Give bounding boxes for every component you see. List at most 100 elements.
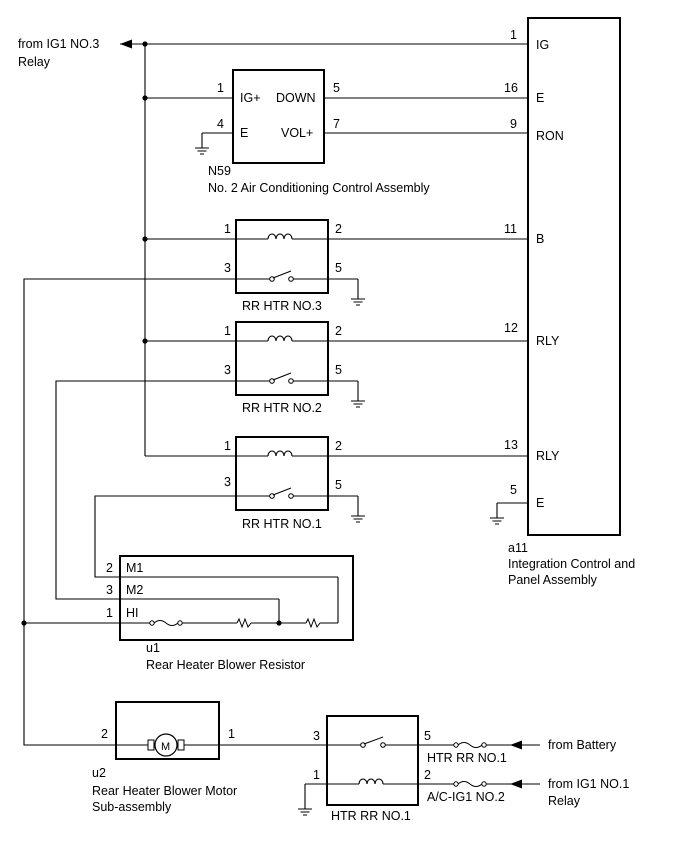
a11-code: a11: [508, 541, 528, 555]
relay-no3-pin-3: 3: [224, 261, 231, 275]
motor-icon: M: [147, 733, 185, 757]
u2-blower-motor: M 2 1 u2 Rear Heater Blower Motor Sub-as…: [92, 701, 237, 814]
a11-pin-5: 5: [510, 483, 517, 497]
htr-relay-pin-3: 3: [313, 729, 320, 743]
u2-name-2: Sub-assembly: [92, 800, 172, 814]
ground-icon: [351, 298, 365, 306]
battery-label: from Battery: [548, 738, 617, 752]
fuse-htr-rr-label: HTR RR NO.1: [427, 751, 507, 765]
u1-pin-1: 1: [106, 606, 113, 620]
coil-icon: [267, 233, 293, 240]
u1-pin-3: 3: [106, 583, 113, 597]
a11-pin-12: 12: [504, 321, 518, 335]
a11-name-1: Integration Control and: [508, 557, 635, 571]
relay-no1-pin-2: 2: [335, 439, 342, 453]
relay-rr-htr-no1: 1 2 3 5 RR HTR NO.1: [224, 436, 342, 531]
u1-term-m2: M2: [126, 583, 143, 597]
n59-term-ig: IG+: [240, 91, 261, 105]
u1-code: u1: [146, 641, 160, 655]
htr-relay-name: HTR RR NO.1: [331, 809, 411, 823]
htr-relay-pin-1: 1: [313, 768, 320, 782]
relay-no3-pin-1: 1: [224, 222, 231, 236]
a11-connector: IG E RON B RLY RLY E 1 16 9 11 12 13 5 a…: [504, 17, 635, 587]
relay-no1-pin-3: 3: [224, 475, 231, 489]
n59-term-down: DOWN: [276, 91, 316, 105]
ground-icon: [490, 517, 504, 525]
u2-name-1: Rear Heater Blower Motor: [92, 784, 237, 798]
n59-term-vol: VOL+: [281, 126, 313, 140]
a11-term-ron: RON: [536, 129, 564, 143]
relay-no2-name: RR HTR NO.2: [242, 401, 322, 415]
coil-icon: [358, 778, 384, 785]
u1-pin-2: 2: [106, 561, 113, 575]
fuse-icon: [149, 620, 183, 626]
u2-pin-2: 2: [101, 727, 108, 741]
ig1-no3-label-1: from IG1 NO.3: [18, 37, 99, 51]
arrow-icon: [510, 779, 522, 789]
relay-no1-pin-5: 5: [335, 478, 342, 492]
relay-no2-pin-3: 3: [224, 363, 231, 377]
switch-icon: [269, 270, 294, 282]
a11-pin-13: 13: [504, 438, 518, 452]
relay-rr-htr-no2: 1 2 3 5 RR HTR NO.2: [224, 321, 342, 415]
ig1-no1-label-1: from IG1 NO.1: [548, 777, 629, 791]
relay-no1-name: RR HTR NO.1: [242, 517, 322, 531]
relay-no2-pin-1: 1: [224, 324, 231, 338]
htr-relay-pin-5: 5: [424, 729, 431, 743]
relay-no2-pin-2: 2: [335, 324, 342, 338]
relay-no3-pin-2: 2: [335, 222, 342, 236]
relay-no1-pin-1: 1: [224, 439, 231, 453]
ground-icon: [195, 147, 209, 155]
fuse-icon: [453, 781, 487, 787]
ig-bus: [120, 41, 528, 457]
a11-pin-16: 16: [504, 81, 518, 95]
u1-name: Rear Heater Blower Resistor: [146, 658, 305, 672]
ig1-no1-label-2: Relay: [548, 794, 581, 808]
coil-icon: [267, 450, 293, 457]
a11-term-e2: E: [536, 496, 544, 510]
htr-relay-pin-2: 2: [424, 768, 431, 782]
n59-pin-5: 5: [333, 81, 340, 95]
relay-htr-rr-no1: 3 5 1 2 HTR RR NO.1: [313, 715, 431, 823]
n59-code: N59: [208, 164, 231, 178]
switch-icon: [269, 372, 294, 384]
relay-no3-pin-5: 5: [335, 261, 342, 275]
u1-term-m1: M1: [126, 561, 143, 575]
relay-rr-htr-no3: 1 2 3 5 RR HTR NO.3: [224, 219, 342, 313]
a11-term-rly2: RLY: [536, 449, 560, 463]
u2-code: u2: [92, 766, 106, 780]
u2-pin-1: 1: [228, 727, 235, 741]
resistor-icon: [305, 617, 321, 629]
n59-pin-4: 4: [217, 117, 224, 131]
n59-pin-7: 7: [333, 117, 340, 131]
n59-pin-1: 1: [217, 81, 224, 95]
motor-label: M: [161, 741, 170, 753]
relay-no2-pin-5: 5: [335, 363, 342, 377]
a11-pin-1: 1: [510, 28, 517, 42]
ig1-no3-label-2: Relay: [18, 55, 51, 69]
switch-icon: [269, 487, 294, 499]
fuse-acig1-label: A/C-IG1 NO.2: [427, 790, 505, 804]
u1-term-hi: HI: [126, 606, 139, 620]
resistor-icon: [236, 617, 252, 629]
a11-term-ig: IG: [536, 38, 549, 52]
a11-term-b: B: [536, 232, 544, 246]
arrow-icon: [120, 39, 132, 49]
a11-name-2: Panel Assembly: [508, 573, 598, 587]
arrow-icon: [510, 740, 522, 750]
switch-icon: [360, 736, 386, 748]
n59-term-e: E: [240, 126, 248, 140]
a11-term-rly1: RLY: [536, 334, 560, 348]
n59-connector: IG+ E DOWN VOL+ 1 4 5 7 N59 No. 2 Air Co…: [208, 69, 430, 195]
relay-no3-name: RR HTR NO.3: [242, 299, 322, 313]
a11-pin-11: 11: [504, 222, 517, 236]
fuse-icon: [453, 742, 487, 748]
ground-icon: [351, 400, 365, 408]
ground-icon: [298, 808, 312, 816]
a11-pin-9: 9: [510, 117, 517, 131]
coil-icon: [267, 335, 293, 342]
ground-icon: [351, 515, 365, 523]
a11-term-e1: E: [536, 91, 544, 105]
n59-name: No. 2 Air Conditioning Control Assembly: [208, 181, 430, 195]
